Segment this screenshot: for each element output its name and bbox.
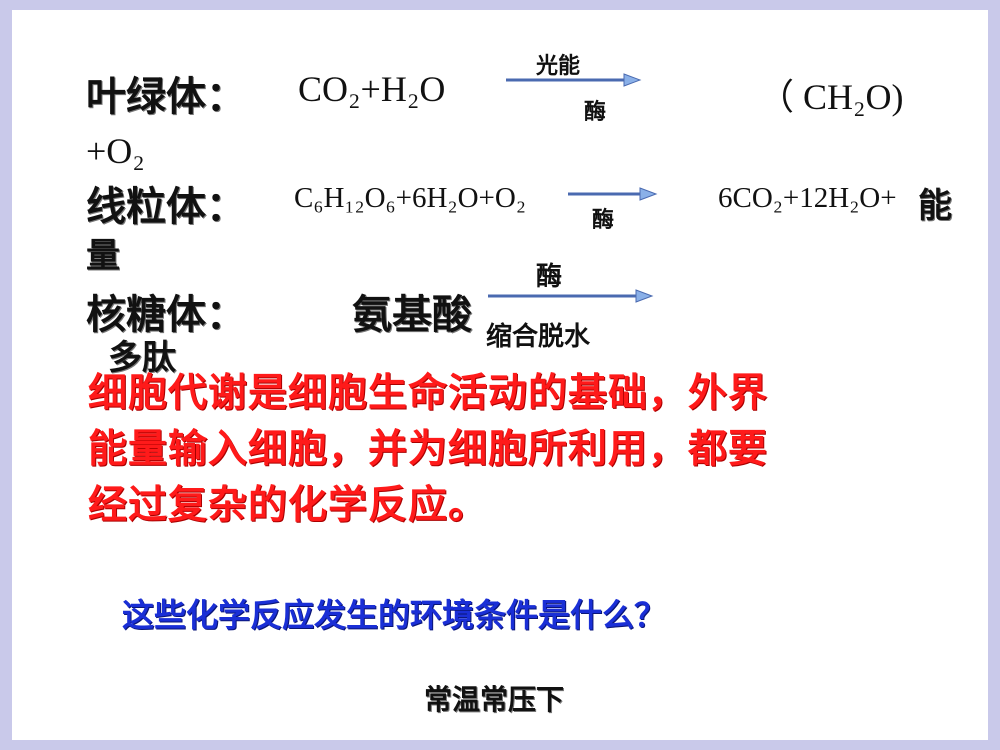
chloroplast-label: 叶绿体： [86, 74, 246, 120]
statement-line-1: 细胞代谢是细胞生命活动的基础，外界 [88, 371, 769, 416]
question-text: 这些化学反应发生的环境条件是什么？ [122, 596, 667, 634]
ribosome-reactant: 氨基酸 [352, 292, 472, 338]
ribosome-arrow [488, 288, 654, 304]
mitochondria-energy-part1: 能 [918, 186, 952, 226]
mitochondria-product: 6CO₂+12H₂O+ [718, 182, 897, 214]
slide: 叶绿体： CO₂+H₂O 光能 酶 （ CH₂O) +O₂ 线粒体： C₆H₁₂… [12, 10, 988, 740]
chloroplast-arrow-top-label: 光能 [536, 54, 581, 79]
mitochondria-label: 线粒体： [86, 184, 246, 230]
chloroplast-product: （ CH₂O) [758, 77, 904, 117]
ribosome-arrow-bottom-label: 缩合脱水 [486, 322, 591, 352]
chloroplast-reactants: CO₂+H₂O [298, 69, 446, 109]
mitochondria-energy-part2: 量 [86, 236, 120, 276]
mitochondria-arrow-bottom-label: 酶 [592, 208, 615, 233]
answer-text: 常温常压下 [424, 683, 565, 716]
statement-line-2: 能量输入细胞，并为细胞所利用，都要 [88, 427, 769, 472]
mitochondria-reactants: C₆H₁₂O₆+6H₂O+O₂ [294, 182, 526, 214]
ribosome-label: 核糖体： [86, 292, 246, 338]
chloroplast-arrow [506, 72, 642, 88]
statement-line-3: 经过复杂的化学反应。 [88, 483, 489, 528]
ribosome-arrow-top-label: 酶 [536, 262, 563, 292]
chloroplast-oxygen: +O₂ [86, 131, 145, 171]
chloroplast-arrow-bottom-label: 酶 [584, 100, 607, 125]
mitochondria-arrow [568, 186, 658, 202]
ribosome-product: 多肽 [108, 338, 176, 378]
